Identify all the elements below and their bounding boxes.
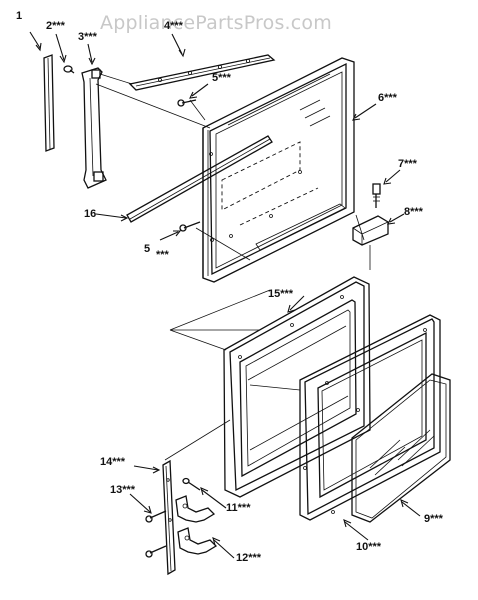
callout-label-11: 11***: [226, 502, 251, 514]
part-3-handle: [81, 67, 107, 189]
callout-label-7: 7***: [398, 158, 417, 170]
callout-arrows: [29, 31, 421, 559]
callout-label-2: 2***: [46, 20, 65, 32]
callout-label-10: 10***: [356, 541, 382, 553]
watermark: AppliancePartsPros.com: [100, 12, 332, 34]
part-9-glass-pane: [351, 373, 451, 523]
callout-label-3: 3***: [78, 31, 97, 43]
callout-label-15: 15***: [268, 288, 294, 300]
callout-label-5-bottom-stars: ***: [156, 249, 169, 261]
callout-label-12: 12***: [236, 552, 262, 564]
callout-label-5-top: 5***: [212, 72, 231, 84]
callout-label-4: 4***: [164, 20, 183, 32]
callout-label-14: 14***: [100, 456, 126, 468]
callout-label-8: 8***: [404, 206, 423, 218]
part-5-screw-top: [177, 99, 197, 107]
part-13-screws: [145, 510, 167, 558]
part-15-inner-door-frame: [223, 276, 371, 498]
part-10-door-liner: [299, 314, 441, 521]
part-12-hinges: [175, 495, 218, 555]
connection-lines: [95, 73, 371, 461]
callout-label-6: 6***: [378, 92, 397, 104]
part-11-screw: [182, 477, 201, 491]
callout-label-16: 16: [84, 208, 97, 220]
part-16-trim-strip: [126, 135, 273, 223]
callout-label-1: 1: [16, 10, 23, 22]
callout-label-13: 13***: [110, 484, 136, 496]
part-5-screw-bottom: [179, 221, 201, 232]
part-2-screw: [63, 65, 75, 74]
part-1-trim-strip: [43, 54, 55, 152]
part-14-hinge-strip: [162, 459, 176, 576]
part-8-hinge-bracket: [352, 215, 389, 246]
part-7-bolt: [372, 183, 381, 208]
part-4-top-trim: [128, 54, 276, 91]
part-6-outer-door-panel: [202, 57, 355, 283]
callout-label-5-bottom-number: 5: [144, 243, 151, 255]
callout-label-9: 9***: [424, 513, 443, 525]
